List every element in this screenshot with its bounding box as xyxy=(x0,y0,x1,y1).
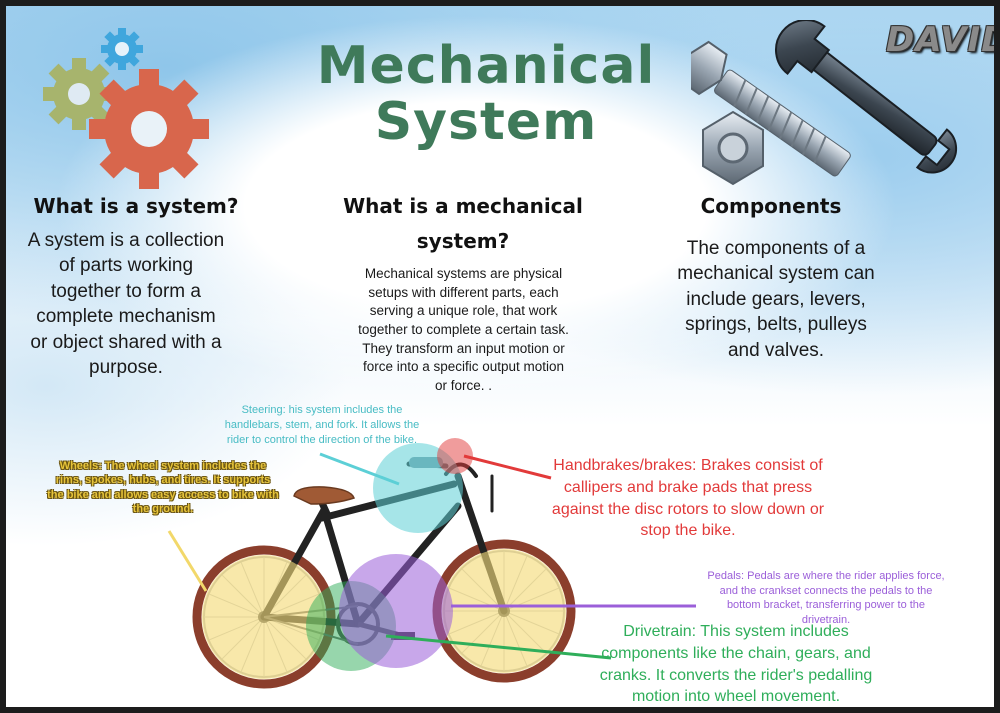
bolt-icon xyxy=(691,40,851,177)
wheels-highlight-front xyxy=(442,549,566,673)
steering-leader-line xyxy=(319,452,400,486)
pedals-callout: Pedals: Pedals are where the rider appli… xyxy=(707,570,945,626)
poster: Mechanical System xyxy=(6,6,994,707)
tools-illustration xyxy=(691,20,958,186)
heading-what-is-a-system: What is a system? xyxy=(33,194,239,218)
title-line-1: Mechanical xyxy=(316,36,656,96)
drivetrain-leader-line xyxy=(385,634,612,660)
nut-icon xyxy=(702,110,764,186)
components-text: The components of a mechanical system ca… xyxy=(677,238,875,361)
drivetrain-callout: Drivetrain: This system includes compone… xyxy=(599,623,873,706)
wheels-leader-line xyxy=(167,530,208,592)
olive-gear-icon xyxy=(43,58,115,130)
title-line-2: System xyxy=(374,92,598,152)
red-gear-icon xyxy=(89,69,209,189)
brakes-callout: Handbrakes/brakes: Brakes consist of cal… xyxy=(551,457,825,540)
wrench-icon xyxy=(775,20,958,174)
wheels-highlight-rear xyxy=(202,555,326,679)
heading-mechanical-system-line-1: What is a mechanical xyxy=(343,194,583,218)
saddle xyxy=(293,486,355,505)
watermark: DAVID xyxy=(886,20,994,60)
wheels-callout: Wheels: The wheel system includes the ri… xyxy=(47,460,279,515)
heading-components: Components xyxy=(700,194,842,218)
heading-mechanical-system-line-2: system? xyxy=(416,229,510,253)
bicycle-illustration xyxy=(167,438,696,689)
pedals-highlight xyxy=(339,554,453,668)
mechanical-system-definition-text: Mechanical systems are physical setups w… xyxy=(358,266,569,393)
gears-icon xyxy=(43,28,209,189)
steering-callout: Steering: his system includes the handle… xyxy=(224,404,420,447)
system-definition-text: A system is a collection of parts workin… xyxy=(27,230,225,379)
brakes-leader-line xyxy=(463,454,552,480)
brakes-highlight xyxy=(437,438,473,474)
